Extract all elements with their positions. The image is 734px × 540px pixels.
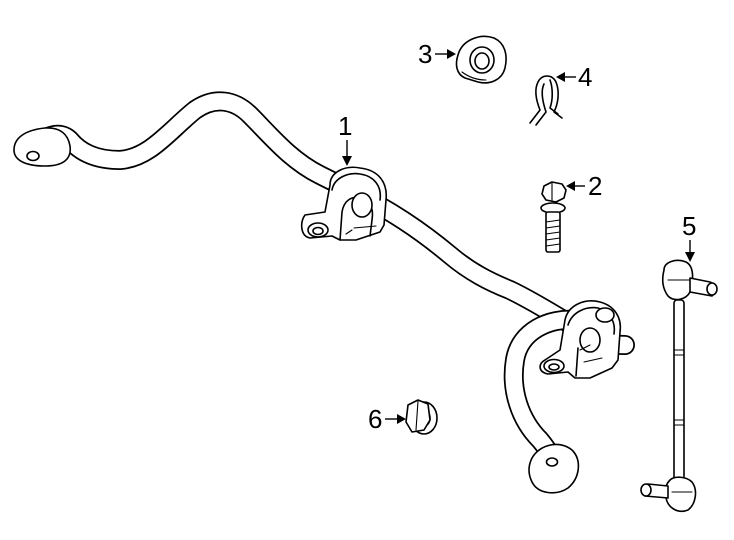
callout-label: 2 — [588, 171, 602, 201]
callout-label: 3 — [418, 39, 432, 69]
callout-1: 1 — [338, 111, 352, 166]
retaining-clip — [529, 75, 563, 126]
flange-bolt — [540, 181, 567, 253]
bar-left-mount-hole — [26, 150, 40, 162]
bushing-washer — [455, 35, 507, 84]
bushing-bracket-left — [300, 166, 387, 241]
callout-label: 6 — [368, 404, 382, 434]
bar-left-end — [13, 127, 71, 167]
stabilizer-link — [640, 259, 718, 513]
stabilizer-bar — [13, 91, 635, 494]
callout-6: 6 — [368, 404, 406, 434]
callout-label: 4 — [578, 62, 592, 92]
bar-right-mount-hole — [545, 457, 559, 467]
flange-nut — [405, 399, 438, 435]
callout-label: 5 — [682, 211, 696, 241]
bushing-bracket-right — [539, 300, 622, 379]
callout-5: 5 — [682, 211, 696, 262]
callout-3: 3 — [418, 39, 456, 69]
callout-2: 2 — [566, 171, 602, 201]
callout-label: 1 — [338, 111, 352, 141]
callout-4: 4 — [556, 62, 592, 92]
bar-right-end — [528, 443, 580, 494]
